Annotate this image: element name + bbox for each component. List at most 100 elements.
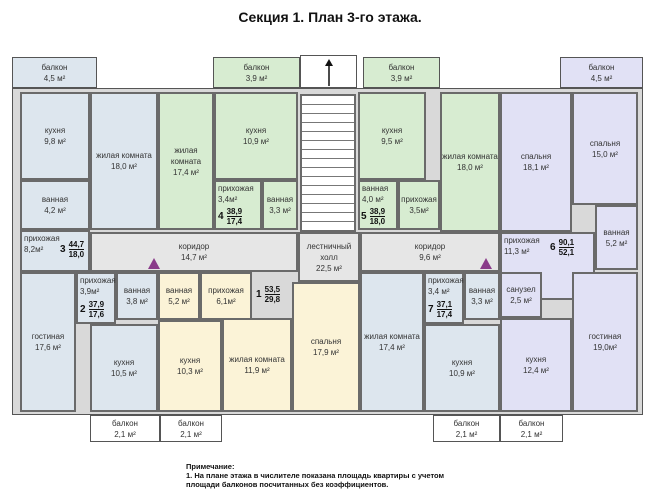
- room-area: 10,9 м²: [243, 137, 269, 146]
- apartment-living-area: 18,0: [68, 250, 85, 259]
- room-name: жилая комната: [96, 151, 152, 160]
- apartment-living-area: 17,4: [226, 217, 243, 226]
- balcony-area: 3,9 м²: [390, 73, 413, 83]
- room-area: 9,5 м²: [381, 137, 403, 146]
- room-area: 4,2 м²: [44, 206, 66, 215]
- apartment-number: 1: [256, 289, 262, 300]
- apartment-total-area: 38,9: [369, 207, 386, 217]
- balcony-area: 4,5 м²: [590, 73, 613, 83]
- room-area: 10,9 м²: [449, 369, 475, 378]
- room-area: 12,4 м²: [523, 366, 549, 375]
- balcony-name: балкон: [112, 418, 138, 428]
- plan-note: Примечание: 1. На плане этажа в числител…: [186, 462, 444, 489]
- room: кухня 10,9 м²: [214, 92, 298, 180]
- room-area: 5,2 м²: [168, 297, 190, 306]
- balcony-name: балкон: [588, 62, 615, 72]
- room-name: жилая комната: [229, 355, 285, 364]
- apartment-number: 4: [218, 211, 224, 222]
- balcony-area: 3,9 м²: [245, 73, 268, 83]
- apartment-total-area: 44,7: [68, 240, 85, 250]
- apartment-living-area: 18,0: [369, 217, 386, 226]
- room-area: 6,1м²: [216, 297, 236, 306]
- note-line: площади балконов посчитанных без коэффиц…: [186, 480, 389, 489]
- room-area: 10,5 м²: [111, 369, 137, 378]
- room-area: 9,6 м²: [419, 253, 441, 262]
- apartment-living-area: 17,4: [436, 310, 453, 319]
- balcony-area: 2,1 м²: [180, 429, 202, 439]
- room-name: прихожая: [428, 276, 464, 285]
- staircase: [300, 94, 356, 232]
- room-name: кухня: [179, 356, 201, 365]
- apartment-total-area: 38,9: [226, 207, 243, 217]
- room-name: гостиная: [31, 332, 65, 341]
- north-arrow-icon: [300, 55, 357, 88]
- room-area: 8,2м²: [24, 245, 44, 254]
- balcony-name: балкон: [178, 418, 204, 428]
- balcony-area: 4,5 м²: [43, 73, 66, 83]
- room-area: 15,0 м²: [592, 149, 618, 159]
- balcony-name: балкон: [518, 418, 545, 428]
- room-area: 17,4 м²: [379, 343, 405, 352]
- apartment-number: 2: [80, 304, 86, 315]
- room-name: кухня: [245, 126, 267, 135]
- room-name: прихожая: [218, 184, 254, 193]
- room-name: коридор: [178, 242, 210, 251]
- apartment-total-area: 90,1: [558, 238, 575, 248]
- room-name: ванная: [123, 286, 151, 295]
- room-name: гостиная: [588, 332, 622, 341]
- room-area: 3,4 м²: [428, 287, 450, 296]
- room-name: жилая комната: [170, 145, 202, 166]
- apartment-number: 6: [550, 242, 556, 253]
- balcony-area: 2,1 м²: [114, 429, 136, 439]
- room-name: лестничный холл: [306, 241, 352, 262]
- page-title: Секция 1. План 3-го этажа.: [238, 9, 422, 25]
- room-name: кухня: [113, 358, 135, 367]
- room-area: 19,0м²: [593, 343, 617, 352]
- room-name: прихожая: [504, 236, 540, 245]
- balcony-name: балкон: [41, 62, 68, 72]
- room-name: ванная: [468, 286, 496, 295]
- balcony-area: 2,1 м²: [455, 429, 478, 439]
- room-name: ванная: [266, 195, 294, 204]
- room-name: кухня: [451, 358, 473, 367]
- room-area: 3,9м²: [80, 287, 100, 296]
- note-line: 1. На плане этажа в числителе показана п…: [186, 471, 445, 480]
- room-area: 17,4 м²: [173, 167, 199, 177]
- room-name: санузел: [506, 285, 536, 294]
